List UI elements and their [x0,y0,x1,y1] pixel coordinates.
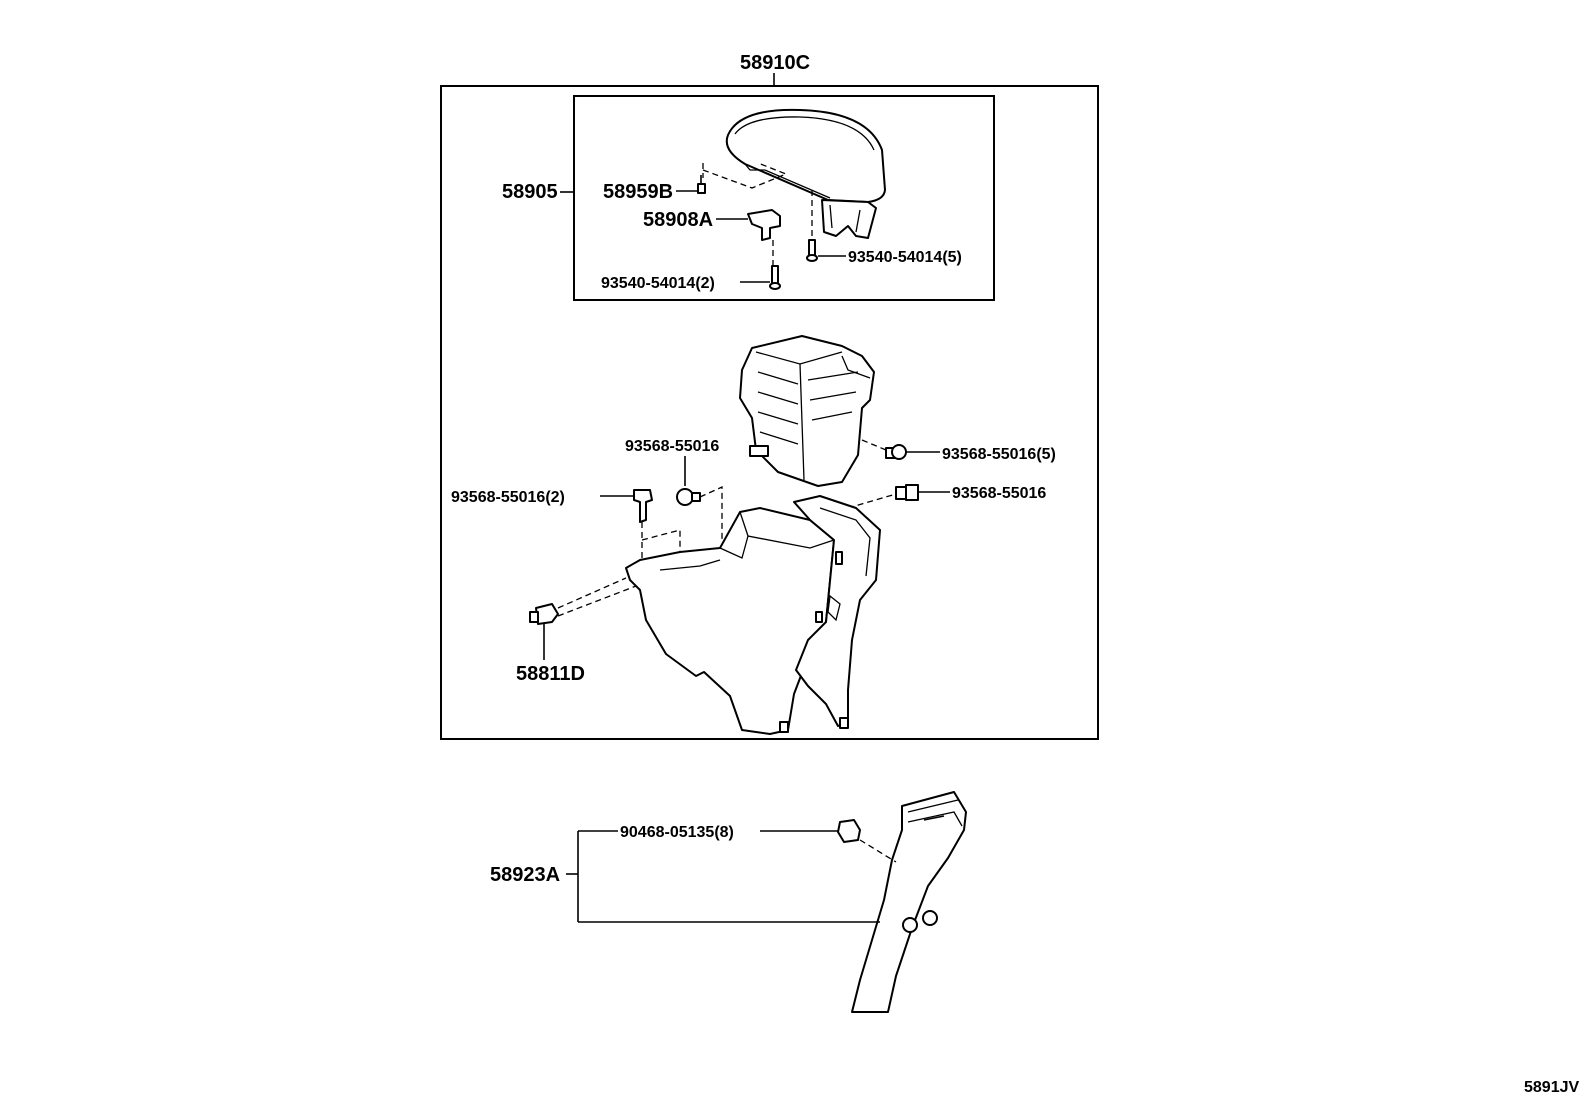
label-clip-five[interactable]: 93568-55016(5) [942,446,1056,463]
clip-pair-part [633,489,653,523]
pillar-garnish-part [851,791,967,1013]
bracket-part [747,209,781,241]
label-armrest-group[interactable]: 58905 [502,181,558,203]
clip-center-part [676,488,701,506]
label-screw-pair[interactable]: 93540-54014(2) [601,275,715,292]
label-clip-center[interactable]: 93568-55016 [625,438,719,455]
clip-side-part [529,603,559,625]
console-panel-part [625,495,881,735]
label-clip-pair[interactable]: 93568-55016(2) [451,489,565,506]
label-screw-five[interactable]: 93540-54014(5) [848,249,962,266]
screw-five-part [806,239,818,262]
armrest-frame [573,95,995,301]
label-clip-pillar[interactable]: 90468-05135(8) [620,824,734,841]
screw-pair-part [769,265,781,290]
clip-pillar-part [837,819,861,843]
label-screw-top[interactable]: 58959B [603,181,673,203]
label-assembly[interactable]: 58910C [740,52,810,74]
label-bracket[interactable]: 58908A [643,209,713,231]
diagram-code: 5891JV [1524,1079,1579,1096]
assembly-frame [440,85,1099,740]
clip-right-part [895,484,919,501]
armrest-lid-part [725,108,886,239]
label-clip-side[interactable]: 58811D [516,663,585,685]
label-clip-right[interactable]: 93568-55016 [952,485,1046,502]
label-pillar-group[interactable]: 58923A [490,864,560,886]
screw-top-part [697,175,706,194]
clip-five-part [885,444,907,460]
console-box-part [739,335,875,487]
